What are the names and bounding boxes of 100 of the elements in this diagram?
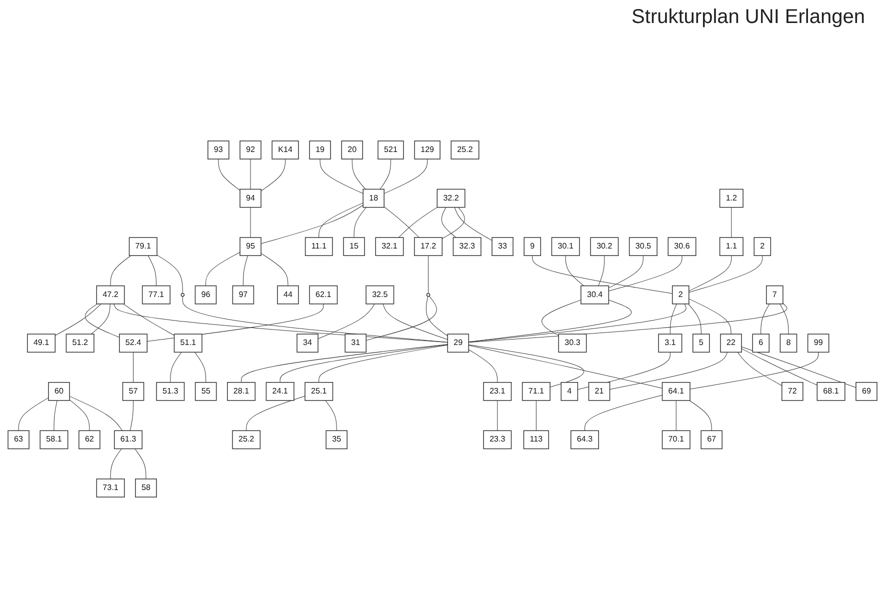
node-box: 73.1 — [96, 478, 125, 498]
node-box: 67 — [700, 430, 722, 450]
connector — [182, 296, 448, 342]
node-box: 32.2 — [436, 188, 466, 208]
connector — [468, 300, 632, 342]
node-box: 60 — [48, 382, 70, 401]
connector — [532, 255, 673, 294]
node-box: 30.4 — [580, 285, 610, 304]
node-box: 18 — [362, 188, 384, 208]
node-box: 62 — [78, 430, 100, 450]
node-box: 51.1 — [174, 334, 202, 353]
connector — [384, 158, 428, 194]
connector — [325, 400, 337, 431]
node-box: 68.1 — [816, 382, 846, 401]
node-box: 15 — [343, 237, 365, 256]
node-box: 61.3 — [114, 430, 142, 450]
connector — [123, 304, 174, 336]
node-circle — [180, 292, 185, 297]
connector — [260, 253, 288, 286]
connector — [688, 255, 763, 293]
connector — [741, 348, 818, 386]
node-box: 28.1 — [227, 382, 256, 401]
node-box: 63 — [8, 430, 30, 450]
connector — [731, 207, 732, 238]
connector — [90, 304, 110, 334]
node-box: 24.1 — [266, 382, 294, 401]
connector — [318, 202, 364, 238]
connector — [133, 352, 134, 383]
node-box: 6 — [752, 334, 770, 353]
connector — [737, 352, 782, 386]
node-box: 92 — [240, 140, 262, 160]
connector — [577, 352, 670, 390]
node-box: 47.2 — [96, 285, 125, 304]
node-box: 32.1 — [375, 237, 404, 256]
node-box: 1.2 — [719, 188, 744, 208]
connector — [18, 397, 49, 431]
node-box: 22 — [720, 334, 742, 353]
connector — [366, 296, 437, 341]
node-box: 35 — [326, 430, 348, 450]
connector — [246, 396, 306, 431]
node-box: 34 — [296, 334, 318, 353]
connector — [741, 346, 856, 388]
node-box: 9 — [524, 237, 542, 256]
connector — [426, 296, 448, 336]
node-box: 23.3 — [483, 430, 512, 450]
connector — [384, 206, 420, 238]
node-box: 93 — [208, 140, 230, 160]
node-box: 57 — [122, 382, 144, 401]
node-box: 30.1 — [551, 237, 580, 256]
node-box: 5 — [692, 334, 710, 353]
node-box: 49.1 — [27, 334, 56, 353]
node-box: 33 — [492, 237, 514, 256]
node-box: 51.2 — [66, 334, 94, 353]
node-box: 69 — [856, 382, 878, 401]
connector — [218, 158, 240, 191]
connector — [442, 207, 465, 239]
connector — [134, 448, 146, 480]
connector — [194, 352, 206, 383]
connector — [584, 394, 663, 431]
connector — [382, 304, 448, 340]
connector — [688, 255, 732, 292]
node-box: 55 — [194, 382, 217, 401]
node-box: 70.1 — [662, 430, 690, 450]
connector — [670, 304, 677, 334]
connector — [318, 344, 448, 383]
connector — [398, 207, 438, 238]
connector — [497, 400, 498, 431]
node-box: 79.1 — [128, 237, 158, 256]
node-box: 30.2 — [590, 237, 619, 256]
node-box: 113 — [523, 430, 550, 450]
connector — [468, 302, 788, 343]
node-box: 44 — [277, 285, 299, 304]
connector — [441, 207, 456, 238]
node-box: 52.4 — [119, 334, 148, 353]
node-box: 20 — [341, 140, 364, 160]
connector — [428, 255, 429, 294]
node-box: 32.3 — [452, 237, 482, 256]
node-box: 2 — [672, 285, 690, 304]
node-box: 95 — [240, 237, 262, 256]
node-box: 25.2 — [450, 140, 480, 160]
connector — [170, 352, 182, 383]
connector — [468, 304, 686, 342]
node-box: 2 — [754, 237, 772, 256]
node-box: 25.1 — [304, 382, 334, 401]
connector — [454, 207, 492, 241]
node-box: 11.1 — [304, 237, 333, 256]
node-box: 62.1 — [309, 285, 338, 304]
node-box: 64.3 — [570, 430, 599, 450]
connector — [156, 254, 183, 294]
connector — [688, 298, 732, 334]
node-box: 58 — [135, 478, 157, 498]
connector — [242, 255, 248, 286]
connector — [468, 349, 498, 383]
connector — [565, 255, 584, 286]
node-box: 77.1 — [142, 285, 170, 304]
node-box: 1.1 — [719, 237, 744, 256]
node-box: 30.3 — [558, 334, 587, 353]
connector — [130, 400, 134, 431]
node-box: 4 — [560, 382, 578, 401]
connector — [205, 252, 240, 286]
